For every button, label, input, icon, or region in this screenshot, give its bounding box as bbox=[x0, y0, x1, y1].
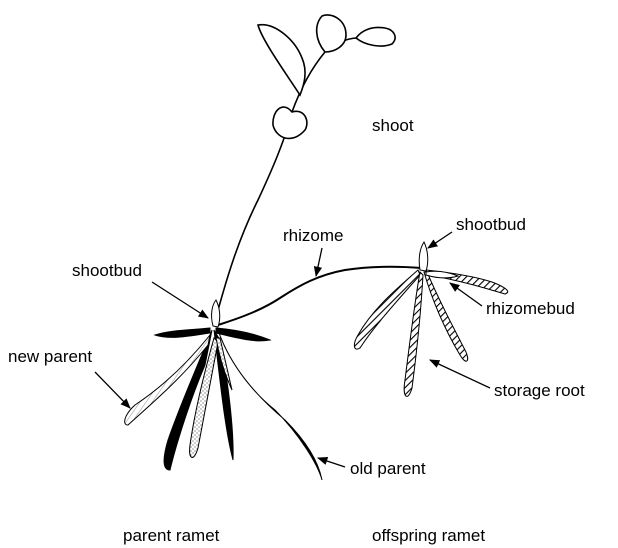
arrow-new-parent bbox=[95, 372, 130, 408]
storage-root-2 bbox=[404, 272, 423, 396]
caption-offspring-ramet: offspring ramet bbox=[372, 526, 485, 545]
arrows bbox=[95, 232, 490, 467]
label-new-parent: new parent bbox=[8, 347, 92, 366]
shoot-leaf-2 bbox=[258, 25, 305, 95]
label-old-parent: old parent bbox=[350, 459, 426, 478]
label-rhizome: rhizome bbox=[283, 226, 343, 245]
old-parent-root-2 bbox=[218, 330, 322, 480]
arrow-rhizome bbox=[316, 248, 322, 276]
caption-parent-ramet: parent ramet bbox=[123, 526, 220, 545]
arrow-old-parent bbox=[318, 458, 345, 467]
parent-ramet bbox=[125, 300, 322, 480]
label-storage-root: storage root bbox=[494, 381, 585, 400]
arrow-storage-root bbox=[430, 360, 490, 388]
shoot-leaf-4 bbox=[356, 27, 395, 46]
shoot-leaf-3 bbox=[317, 15, 346, 52]
arrow-shootbud-left bbox=[152, 282, 208, 318]
shoot-stem bbox=[214, 38, 358, 325]
label-shoot: shoot bbox=[372, 116, 414, 135]
rhizomebud-shape bbox=[426, 271, 458, 278]
label-shootbud-left: shootbud bbox=[72, 261, 142, 280]
storage-root-3 bbox=[424, 272, 468, 361]
old-parent-root-5 bbox=[216, 328, 270, 341]
old-parent-root-4 bbox=[155, 328, 210, 337]
shoot-leaf-1 bbox=[273, 107, 307, 138]
label-shootbud-right: shootbud bbox=[456, 215, 526, 234]
shoot bbox=[214, 15, 395, 325]
label-rhizomebud: rhizomebud bbox=[486, 299, 575, 318]
offspring-ramet bbox=[354, 242, 507, 396]
shootbud-right bbox=[419, 242, 428, 271]
arrow-shootbud-right bbox=[428, 232, 452, 248]
shootbud-left bbox=[212, 300, 220, 327]
